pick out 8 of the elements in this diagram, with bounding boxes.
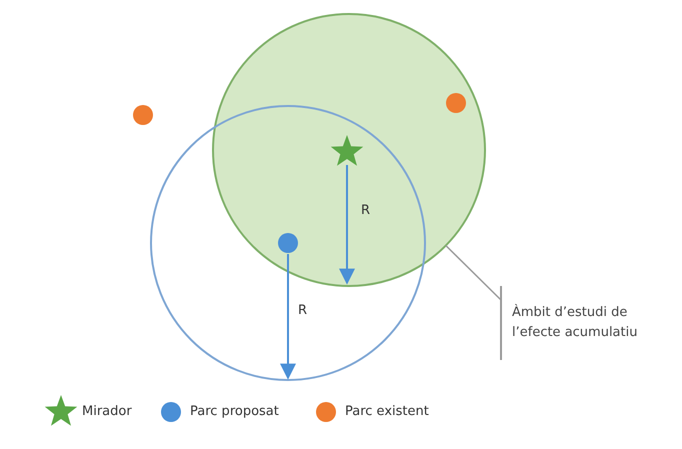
radius-label: R xyxy=(361,203,370,218)
legend-label: Mirador xyxy=(82,404,132,419)
annotation-text: Àmbit d’estudi de l’efecte acumulatiu xyxy=(512,303,638,342)
study-area-circle xyxy=(212,13,486,287)
legend-label: Parc existent xyxy=(345,404,429,419)
radius-label: R xyxy=(298,303,308,318)
leader-line xyxy=(445,244,502,301)
legend-label: Parc proposat xyxy=(190,404,279,419)
